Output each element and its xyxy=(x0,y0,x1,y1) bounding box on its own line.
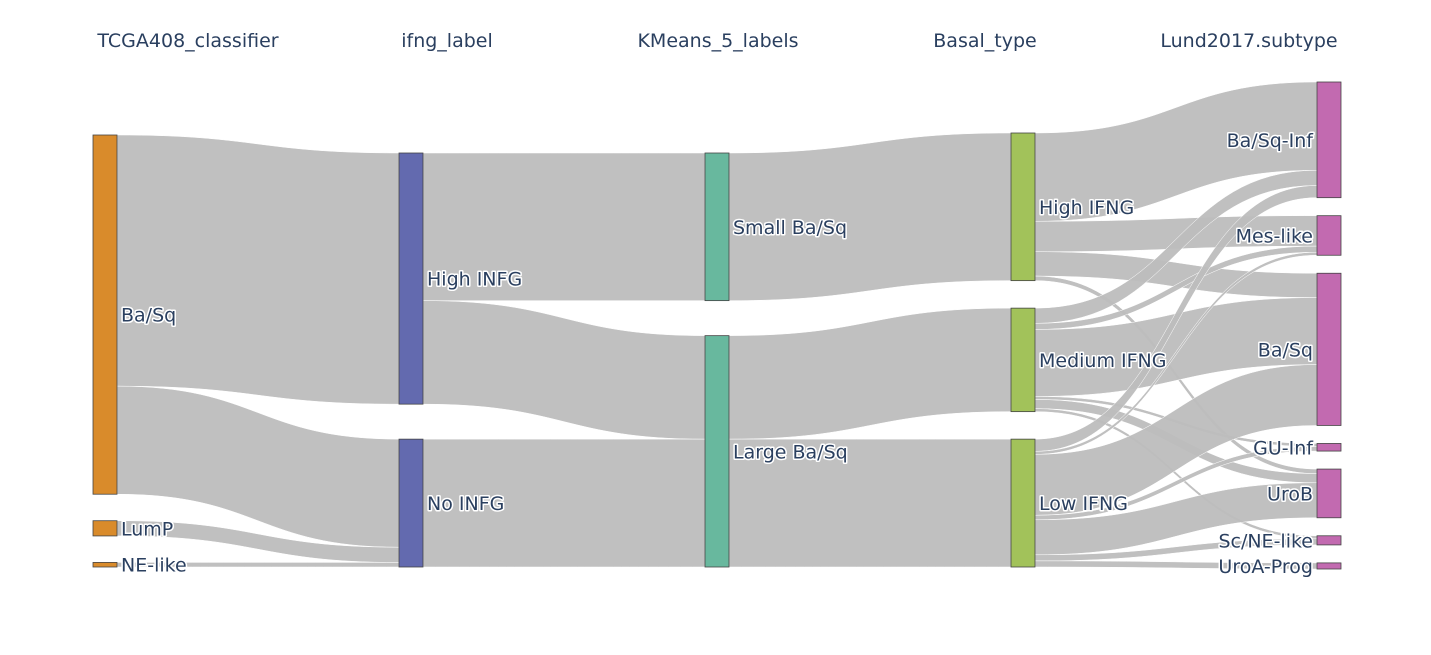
node-label-mediumifng: Medium IFNG xyxy=(1039,350,1166,372)
node-label-lump: LumP xyxy=(121,518,173,540)
column-title-lund2017-subtype: Lund2017.subtype xyxy=(1160,30,1338,52)
node-label-nelike: NE-like xyxy=(121,555,187,577)
node-guinf[interactable] xyxy=(1316,443,1342,452)
node-label-guinf: GU-Inf xyxy=(1253,437,1314,459)
node-scne[interactable] xyxy=(1316,535,1342,546)
node-label-highifng: High IFNG xyxy=(1039,197,1134,219)
link-basq-to-highinfg xyxy=(116,134,400,405)
node-basq5[interactable] xyxy=(1316,272,1342,426)
node-label-urob: UroB xyxy=(1267,483,1313,505)
node-basqinf[interactable] xyxy=(1316,81,1342,199)
node-label-scne: Sc/NE-like xyxy=(1218,530,1313,552)
node-label-basq5: Ba/Sq xyxy=(1258,339,1313,361)
node-urob[interactable] xyxy=(1316,468,1342,519)
links-layer xyxy=(116,81,1318,570)
column-title-tcga408-classifier: TCGA408_classifier xyxy=(97,30,279,52)
node-noinfg[interactable] xyxy=(398,438,424,568)
node-highifng[interactable] xyxy=(1010,132,1036,282)
link-large-to-mediumifng xyxy=(728,307,1012,440)
node-label-meslike: Mes-like xyxy=(1236,225,1313,247)
node-label-basq: Ba/Sq xyxy=(121,305,176,327)
node-label-small: Small Ba/Sq xyxy=(733,217,847,239)
node-uroaprog[interactable] xyxy=(1316,562,1342,570)
node-basq[interactable] xyxy=(92,134,118,495)
node-nelike[interactable] xyxy=(92,562,118,568)
node-label-lowifng: Low IFNG xyxy=(1039,493,1128,515)
node-small[interactable] xyxy=(704,152,730,302)
node-highinfg[interactable] xyxy=(398,152,424,405)
node-label-highinfg: High INFG xyxy=(427,269,522,291)
node-lump[interactable] xyxy=(92,520,118,537)
node-lowifng[interactable] xyxy=(1010,438,1036,568)
link-highinfg-to-large xyxy=(422,300,706,440)
node-label-large: Large Ba/Sq xyxy=(733,441,848,463)
node-label-noinfg: No INFG xyxy=(427,493,504,515)
node-meslike[interactable] xyxy=(1316,215,1342,256)
column-title-basal-type: Basal_type xyxy=(933,30,1037,52)
node-label-uroaprog: UroA-Prog xyxy=(1218,556,1313,578)
node-large[interactable] xyxy=(704,335,730,568)
column-title-ifng-label: ifng_label xyxy=(401,30,493,52)
column-title-kmeans-5-labels: KMeans_5_labels xyxy=(637,30,799,52)
node-mediumifng[interactable] xyxy=(1010,307,1036,413)
node-label-basqinf: Ba/Sq-Inf xyxy=(1227,130,1315,152)
